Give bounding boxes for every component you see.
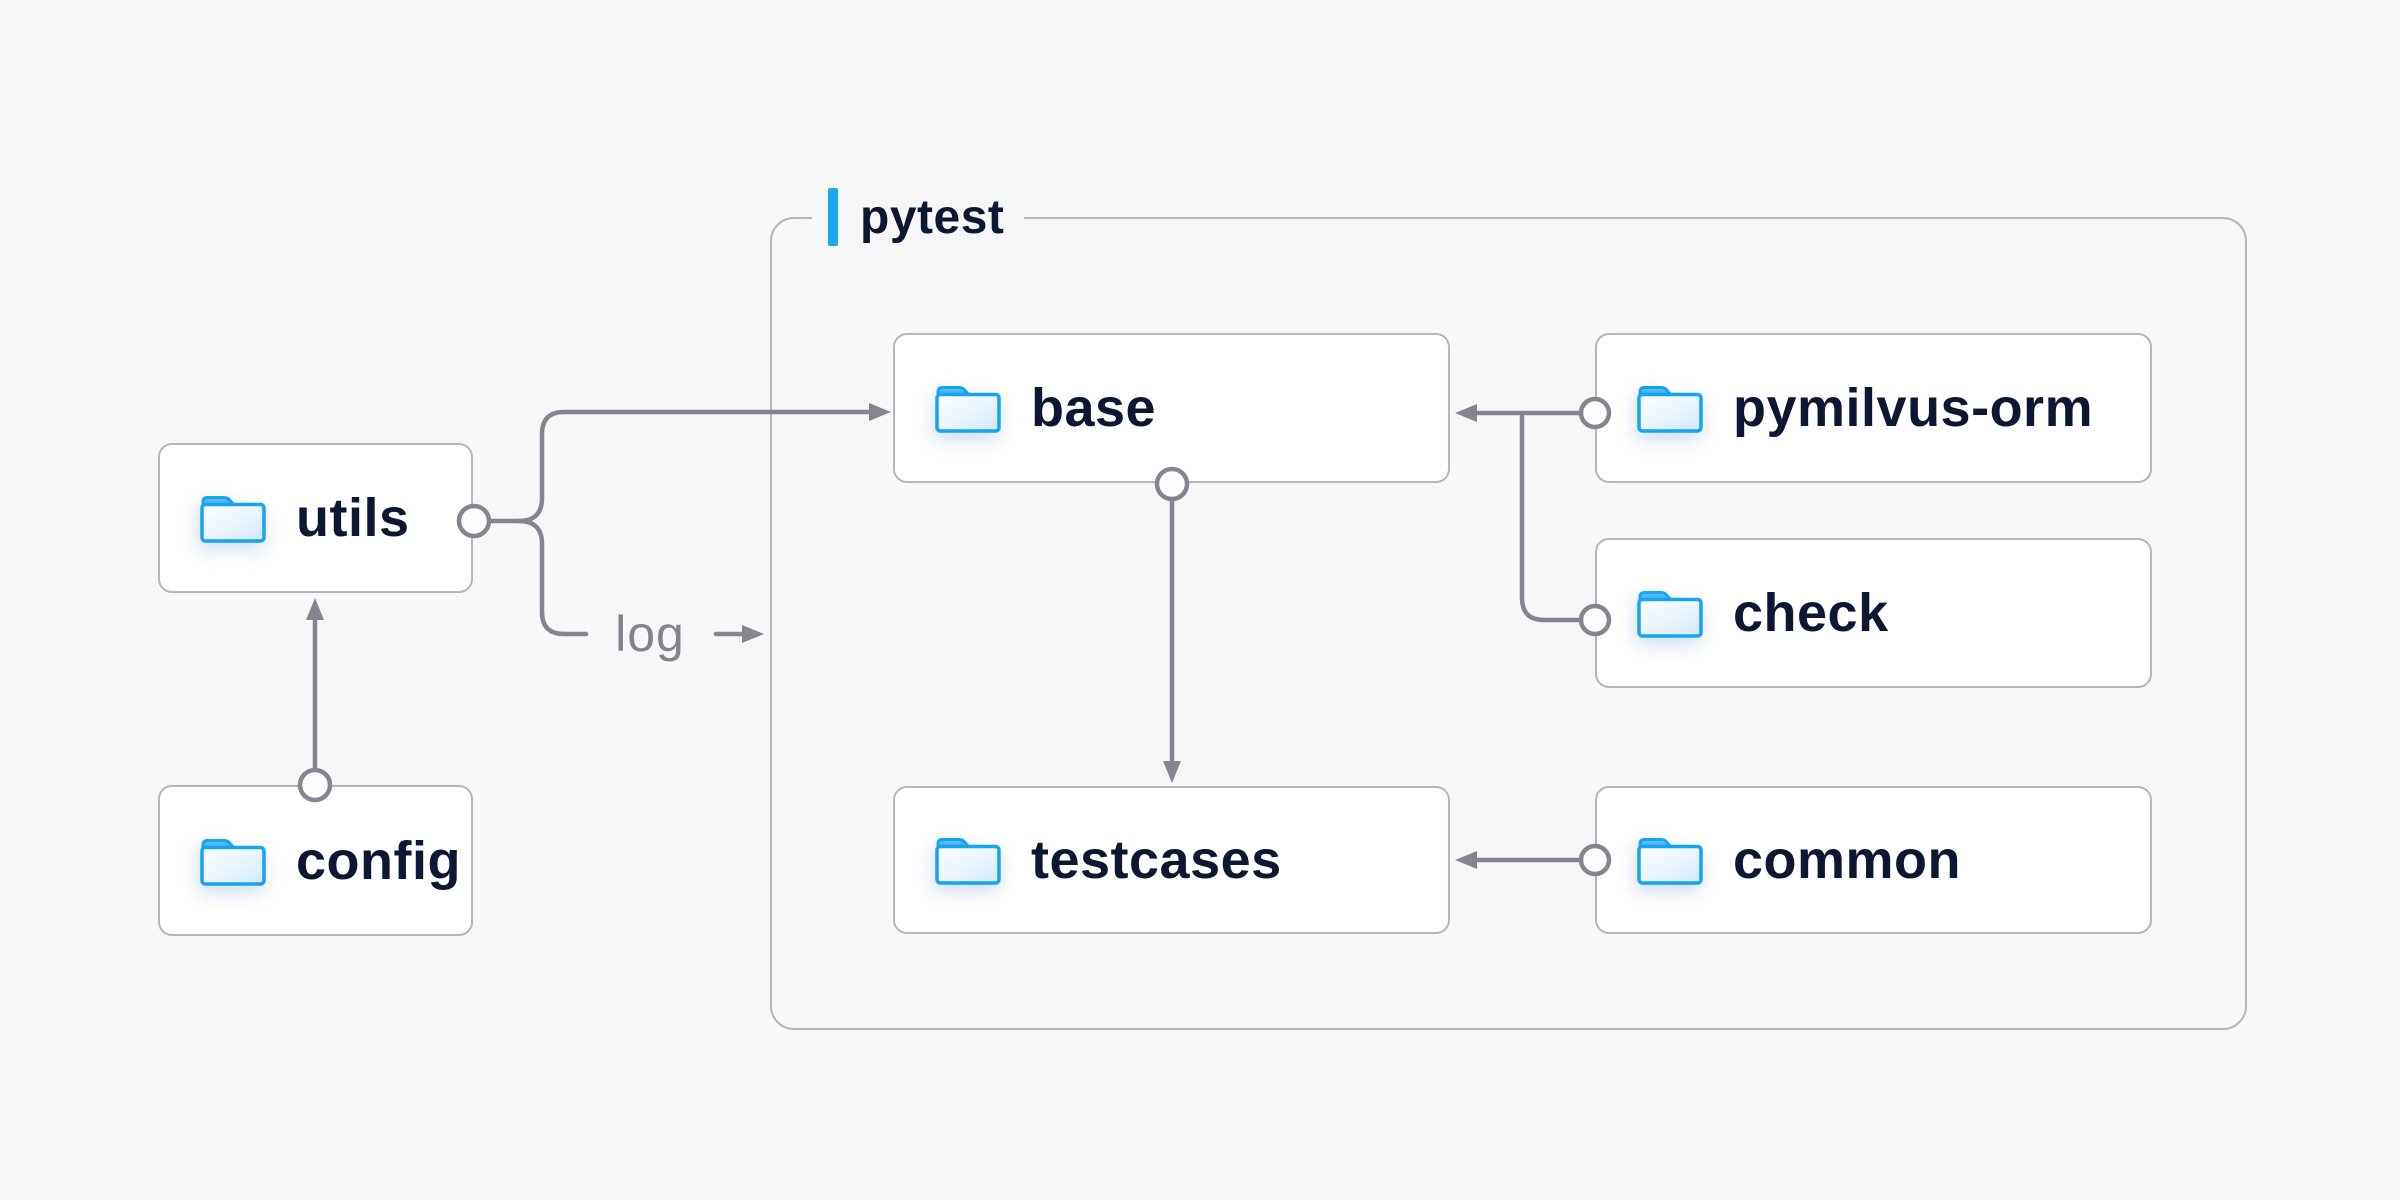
folder-icon xyxy=(1637,591,1703,638)
node-utils: utils xyxy=(158,443,473,593)
pytest-group-label: pytest xyxy=(812,186,1025,248)
edge-label-log: log xyxy=(615,606,685,662)
node-config: config xyxy=(158,785,473,936)
folder-icon xyxy=(200,838,266,886)
node-pymilvus-orm: pymilvus-orm xyxy=(1595,333,2152,483)
node-label: pymilvus-orm xyxy=(1733,378,2094,438)
edge-utils-to-log xyxy=(516,518,589,637)
accent-bar xyxy=(828,188,838,246)
node-base: base xyxy=(893,333,1450,483)
node-label: config xyxy=(296,830,461,891)
node-label: common xyxy=(1733,830,1962,890)
folder-icon xyxy=(200,496,266,543)
node-testcases: testcases xyxy=(893,786,1450,934)
group-title: pytest xyxy=(860,190,1005,244)
folder-icon xyxy=(935,838,1001,885)
pytest-group-container xyxy=(770,217,2247,1030)
node-check: check xyxy=(1595,538,2152,688)
folder-icon xyxy=(1637,386,1703,433)
node-label: base xyxy=(1031,378,1157,438)
folder-icon xyxy=(1637,838,1703,885)
folder-icon xyxy=(935,386,1001,433)
node-label: testcases xyxy=(1031,830,1282,890)
node-common: common xyxy=(1595,786,2152,934)
node-label: utils xyxy=(296,488,410,548)
node-label: check xyxy=(1733,583,1889,643)
